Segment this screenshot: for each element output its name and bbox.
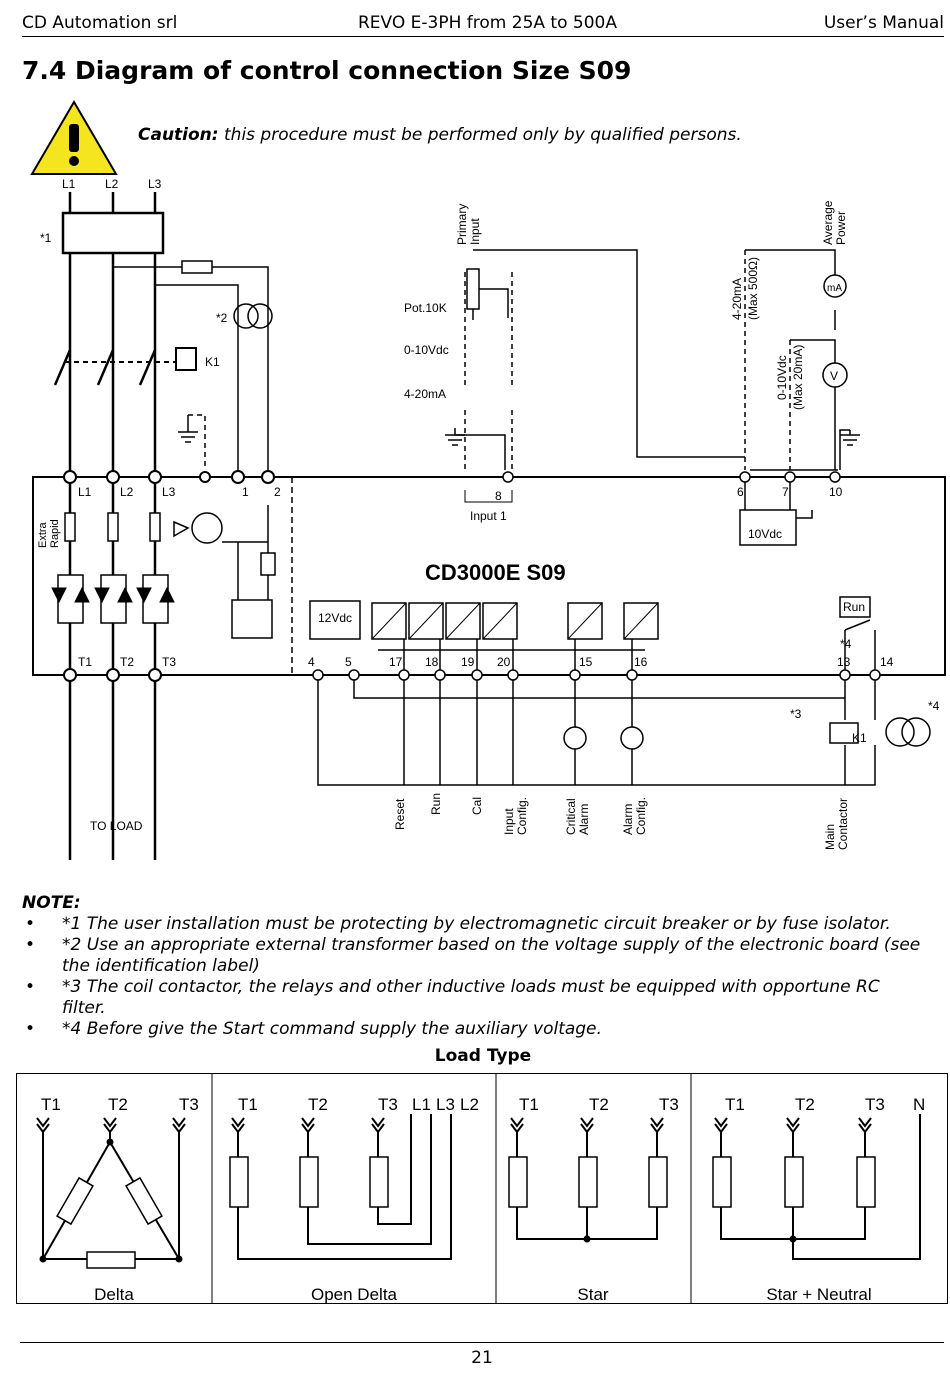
terminal-17: 17: [389, 655, 403, 669]
section-title: 7.4 Diagram of control connection Size S…: [22, 56, 632, 85]
star-neutral-caption: Star + Neutral: [766, 1285, 871, 1303]
open-delta-t3: T3: [378, 1095, 398, 1114]
terminal-5: 5: [345, 655, 352, 669]
terminal-16: 16: [634, 655, 648, 669]
model-label: CD3000E S09: [425, 560, 566, 585]
note-ref-3: *3: [790, 707, 802, 721]
out-010-max-label: (Max 20mA): [791, 345, 805, 410]
v10-label: 10Vdc: [748, 527, 782, 541]
label-l1: L1: [78, 485, 92, 499]
terminal-14: 14: [880, 655, 894, 669]
line-label-l1: L1: [62, 177, 76, 191]
v010-label: 0-10Vdc: [404, 343, 449, 357]
terminal-10: 10: [829, 485, 843, 499]
star-neutral-n: N: [913, 1095, 925, 1114]
terminal-8: 8: [495, 489, 502, 503]
open-delta-l3: L3: [436, 1095, 455, 1114]
product-name: REVO E-3PH from 25A to 500A: [358, 13, 617, 33]
star-caption: Star: [577, 1285, 609, 1303]
open-delta-caption: Open Delta: [311, 1285, 398, 1303]
note-ref-1: *1: [40, 231, 52, 245]
extra-rapid-label: ExtraRapid: [37, 519, 61, 548]
page-number: 21: [471, 1348, 493, 1368]
notes-list: *1 The user installation must be protect…: [22, 914, 922, 1040]
star-t2: T2: [589, 1095, 609, 1114]
ma420-label: 4-20mA: [404, 387, 446, 401]
delta-t2: T2: [108, 1095, 128, 1114]
terminal-4: 4: [308, 655, 315, 669]
average-power-label: AveragePower: [821, 200, 848, 245]
company-name: CD Automation srl: [22, 13, 178, 33]
note-ref-2: *2: [216, 311, 228, 325]
ma-meter-label: mA: [827, 283, 842, 294]
input1-label: Input 1: [470, 509, 507, 523]
caution-text: Caution: this procedure must be performe…: [138, 125, 742, 145]
note-item: *4 Before give the Start command supply …: [22, 1019, 922, 1040]
input-config-label: InputConfig.: [502, 797, 529, 835]
notes-section: NOTE: *1 The user installation must be p…: [22, 893, 922, 1040]
caution-label: Caution:: [138, 125, 219, 145]
control-connection-diagram: L1 L2 L3 *1 *2 K1 Pot.10K 0-10Vdc 4-20mA…: [32, 177, 946, 860]
star-neutral-t3: T3: [865, 1095, 885, 1114]
star-t1: T1: [519, 1095, 539, 1114]
note-item: *1 The user installation must be protect…: [22, 914, 922, 935]
delta-caption: Delta: [94, 1285, 134, 1303]
main-contactor-label: MainContactor: [823, 798, 850, 850]
delta-t1: T1: [41, 1095, 61, 1114]
note-ref-4b: *4: [928, 699, 940, 713]
terminal-1: 1: [242, 485, 249, 499]
label-t3: T3: [162, 655, 176, 669]
star-neutral-t1: T1: [725, 1095, 745, 1114]
primary-input-label: PrimaryInput: [455, 204, 482, 245]
critical-alarm-label: CriticalAlarm: [564, 798, 591, 835]
contactor-k1-label: K1: [852, 731, 867, 745]
load-type-drawings: T1 T2 T3 Delta T1 T2 T3 L1 L3 L2 Open De…: [36, 1074, 925, 1304]
run-label: Run: [429, 793, 443, 815]
delta-t3: T3: [179, 1095, 199, 1114]
terminal-6: 6: [737, 485, 744, 499]
load-type-title: Load Type: [434, 1046, 532, 1066]
label-l3: L3: [162, 485, 176, 499]
line-label-l2: L2: [105, 177, 119, 191]
star-t3: T3: [659, 1095, 679, 1114]
page-header: CD Automation srl REVO E-3PH from 25A to…: [22, 10, 944, 37]
terminal-19: 19: [461, 655, 475, 669]
open-delta-l1: L1: [412, 1095, 431, 1114]
terminal-13: 13: [837, 655, 851, 669]
line-label-l3: L3: [148, 177, 162, 191]
terminal-2: 2: [274, 485, 281, 499]
caution-message: this procedure must be performed only by…: [224, 125, 742, 145]
cal-label: Cal: [470, 797, 484, 815]
out-420-max-label: (Max 500Ω): [746, 257, 760, 320]
v-meter-label: V: [830, 369, 838, 383]
reset-label: Reset: [393, 798, 407, 830]
note-item: *2 Use an appropriate external transform…: [22, 935, 922, 977]
out-010-label: 0-10Vdc: [775, 355, 789, 400]
alarm-config-label: AlarmConfig.: [621, 797, 648, 835]
to-load-label: TO LOAD: [90, 819, 143, 833]
open-delta-l2: L2: [460, 1095, 479, 1114]
load-type-table: T1 T2 T3 Delta T1 T2 T3 L1 L3 L2 Open De…: [16, 1073, 948, 1304]
terminal-20: 20: [497, 655, 511, 669]
label-l2: L2: [120, 485, 134, 499]
warning-icon: [30, 100, 118, 175]
label-t2: T2: [120, 655, 134, 669]
note-item: *3 The coil contactor, the relays and ot…: [22, 977, 922, 1019]
out-420-label: 4-20mA: [730, 278, 744, 320]
relay-label: K1: [205, 355, 220, 369]
v12-label: 12Vdc: [318, 611, 352, 625]
label-t1: T1: [78, 655, 92, 669]
page-footer: 21: [20, 1342, 944, 1368]
star-neutral-t2: T2: [795, 1095, 815, 1114]
terminal-18: 18: [425, 655, 439, 669]
run-box-label: Run: [843, 600, 865, 614]
pot-label: Pot.10K: [404, 301, 447, 315]
doc-name: User’s Manual: [823, 13, 944, 33]
note-ref-4a: *4: [840, 637, 852, 651]
terminal-15: 15: [579, 655, 593, 669]
terminal-7: 7: [782, 485, 789, 499]
open-delta-t1: T1: [238, 1095, 258, 1114]
open-delta-t2: T2: [308, 1095, 328, 1114]
notes-heading: NOTE:: [22, 893, 81, 913]
